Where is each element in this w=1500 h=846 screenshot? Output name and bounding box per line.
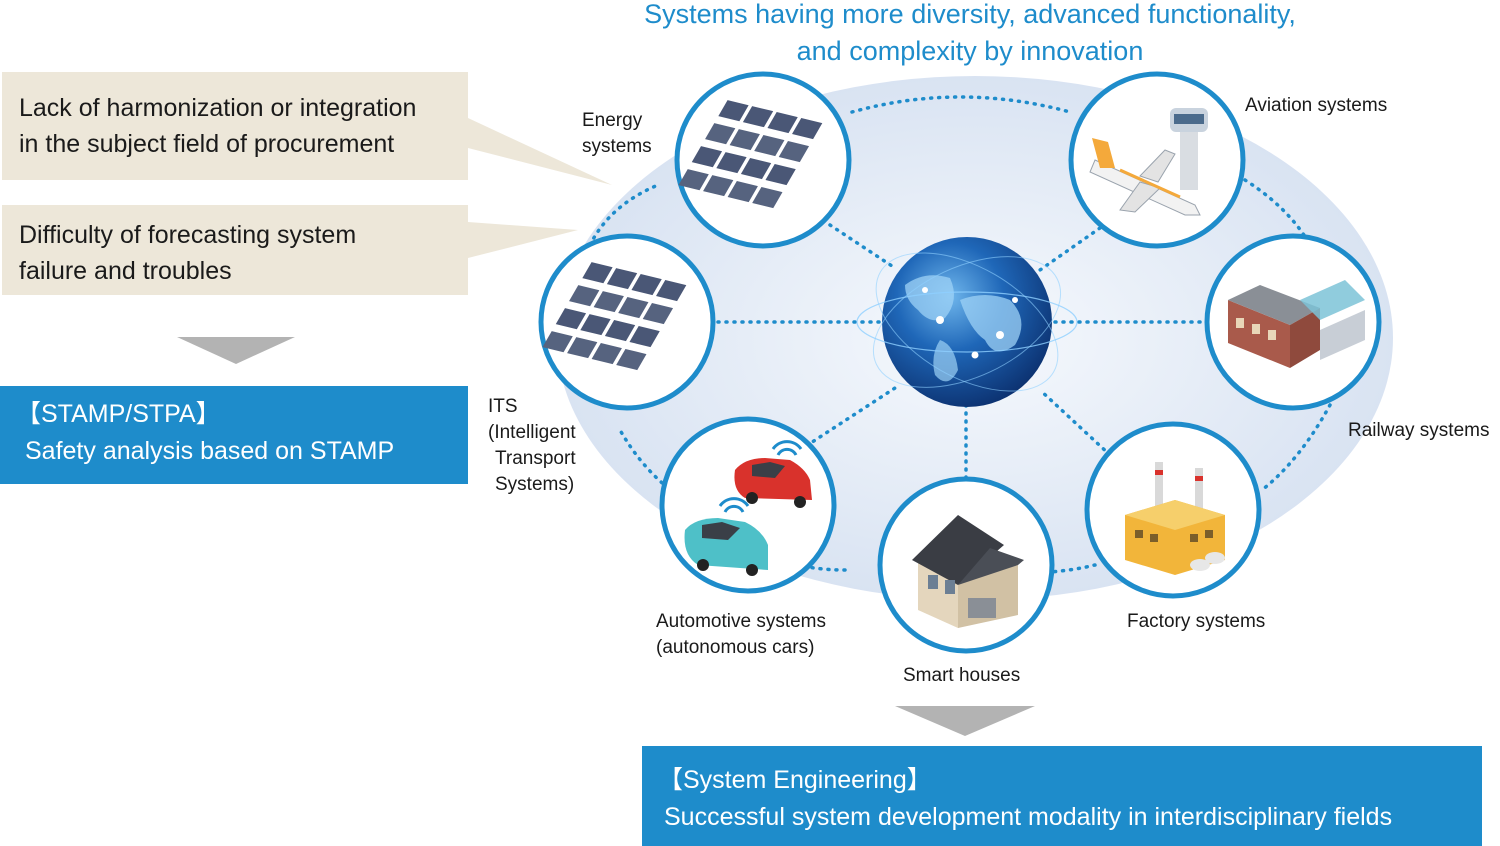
stamp-stpa-box: 【STAMP/STPA】 Safety analysis based on ST… bbox=[0, 386, 468, 484]
label-line: Energy bbox=[582, 110, 643, 131]
label-line: (autonomous cars) bbox=[656, 637, 815, 658]
automotive-systems-node bbox=[659, 416, 837, 594]
challenge-callout-harmonization: Lack of harmonization or integration in … bbox=[2, 72, 468, 180]
train-station-icon bbox=[1228, 280, 1365, 368]
down-arrow-icon bbox=[177, 337, 295, 364]
stamp-description: Safety analysis based on STAMP bbox=[25, 437, 395, 465]
railway-systems-label: Railway systems bbox=[1348, 420, 1490, 441]
smart-houses-label: Smart houses bbox=[903, 665, 1021, 686]
down-arrow-icon bbox=[895, 706, 1035, 736]
system-engineering-heading: 【System Engineering】 bbox=[658, 766, 932, 794]
factory-icon bbox=[1125, 462, 1225, 575]
title-line-2: and complexity by innovation bbox=[796, 36, 1144, 66]
aviation-systems-node bbox=[1068, 71, 1246, 249]
car-icon bbox=[684, 440, 812, 576]
callout-line: Lack of harmonization or integration bbox=[19, 94, 417, 122]
energy-systems-label: Energy systems bbox=[582, 108, 652, 160]
callout-line: Difficulty of forecasting system bbox=[19, 221, 357, 249]
its-label: ITS (Intelligent Transport Systems) bbox=[488, 394, 576, 498]
railway-systems-node bbox=[1204, 233, 1382, 411]
diagram-title: Systems having more diversity, advanced … bbox=[560, 0, 1380, 70]
callout-pointer bbox=[468, 222, 578, 258]
airplane-icon bbox=[1089, 108, 1208, 216]
label-line: Systems) bbox=[495, 474, 575, 495]
factory-systems-node bbox=[1084, 421, 1262, 599]
label-line: ITS bbox=[488, 396, 518, 417]
callout-line: in the subject field of procurement bbox=[19, 130, 395, 158]
system-engineering-box: 【System Engineering】 Successful system d… bbox=[642, 746, 1482, 846]
automotive-systems-label: Automotive systems (autonomous cars) bbox=[656, 609, 826, 661]
solar-panel-icon bbox=[542, 262, 687, 371]
challenge-callout-forecasting: Difficulty of forecasting system failure… bbox=[2, 205, 468, 295]
callout-pointer bbox=[468, 118, 612, 185]
solar-panel-icon bbox=[678, 100, 823, 209]
system-engineering-description: Successful system development modality i… bbox=[664, 803, 1393, 831]
label-line: Transport bbox=[495, 448, 576, 469]
aviation-systems-label: Aviation systems bbox=[1245, 95, 1388, 116]
factory-systems-label: Factory systems bbox=[1127, 611, 1266, 632]
its-node bbox=[538, 233, 716, 411]
callout-line: failure and troubles bbox=[19, 257, 232, 285]
globe-icon bbox=[856, 237, 1078, 407]
network-spokes bbox=[716, 223, 1207, 484]
smart-houses-node bbox=[877, 476, 1055, 654]
stamp-heading: 【STAMP/STPA】 bbox=[16, 400, 221, 428]
energy-systems-node bbox=[674, 71, 852, 249]
label-line: (Intelligent bbox=[488, 422, 576, 443]
label-line: systems bbox=[582, 136, 652, 157]
title-line-1: Systems having more diversity, advanced … bbox=[644, 0, 1296, 29]
house-icon bbox=[912, 515, 1024, 628]
label-line: Automotive systems bbox=[656, 611, 826, 632]
